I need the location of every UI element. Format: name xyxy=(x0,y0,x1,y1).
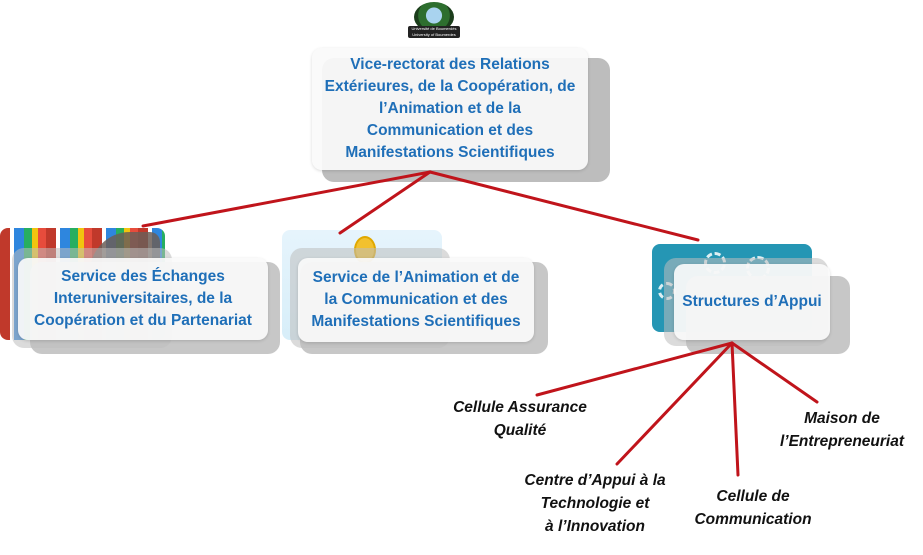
leaf-line: Technologie et xyxy=(540,495,650,512)
leaf-line: Qualité xyxy=(493,422,547,439)
service-echanges-label: Service des Échanges Interuniversitaires… xyxy=(34,266,252,332)
service-line: Manifestations Scientifiques xyxy=(311,313,521,330)
leaf-cellule-communication[interactable]: Cellule de Communication xyxy=(688,485,818,531)
leaf-line: Centre d’Appui à la xyxy=(524,472,666,489)
connector-structures-to-communication xyxy=(730,341,740,477)
connector-structures-to-centre xyxy=(615,341,734,466)
service-animation-label: Service de l’Animation et de la Communic… xyxy=(311,267,520,333)
leaf-line: Maison de xyxy=(804,410,880,427)
leaf-cellule-assurance-qualite[interactable]: Cellule Assurance Qualité xyxy=(430,396,610,442)
service-line: Interuniversitaires, de la xyxy=(53,290,233,307)
structures-appui-node[interactable]: Structures d’Appui xyxy=(674,264,830,340)
root-line: Communication et des xyxy=(366,122,534,139)
leaf-line: à l’Innovation xyxy=(545,518,645,535)
root-line: Extérieures, de la Coopération, de xyxy=(324,78,576,95)
service-line: la Communication et des xyxy=(324,291,508,308)
leaf-line: Cellule de xyxy=(716,488,790,505)
root-node-label: Vice-rectorat des Relations Extérieures,… xyxy=(325,54,576,164)
root-node[interactable]: Vice-rectorat des Relations Extérieures,… xyxy=(312,48,588,170)
service-line: Coopération et du Partenariat xyxy=(34,312,252,329)
university-logo: Université de Boumerdès University of Bo… xyxy=(406,2,462,42)
service-line: Service de l’Animation et de xyxy=(312,269,520,286)
leaf-centre-appui-technologie[interactable]: Centre d’Appui à la Technologie et à l’I… xyxy=(505,469,685,538)
root-line: l’Animation et de la xyxy=(378,100,522,117)
leaf-line: Cellule Assurance xyxy=(453,399,587,416)
logo-caption-line1: Université de Boumerdès xyxy=(411,26,457,31)
structures-appui-label: Structures d’Appui xyxy=(682,293,822,310)
service-animation-node[interactable]: Service de l’Animation et de la Communic… xyxy=(298,258,534,342)
logo-caption-line2: University of Boumerdes xyxy=(412,32,456,37)
leaf-maison-entrepreneuriat[interactable]: Maison de l’Entrepreneuriat xyxy=(762,407,922,453)
leaf-line: Communication xyxy=(694,511,812,528)
logo-ribbon: Université de Boumerdès University of Bo… xyxy=(408,26,460,38)
service-line: Service des Échanges xyxy=(61,268,225,285)
connector-root-to-structures xyxy=(428,170,700,242)
leaf-line: l’Entrepreneuriat xyxy=(779,433,905,450)
service-echanges-node[interactable]: Service des Échanges Interuniversitaires… xyxy=(18,258,268,340)
root-line: Manifestations Scientifiques xyxy=(345,144,555,161)
root-line: Vice-rectorat des Relations xyxy=(350,56,550,73)
